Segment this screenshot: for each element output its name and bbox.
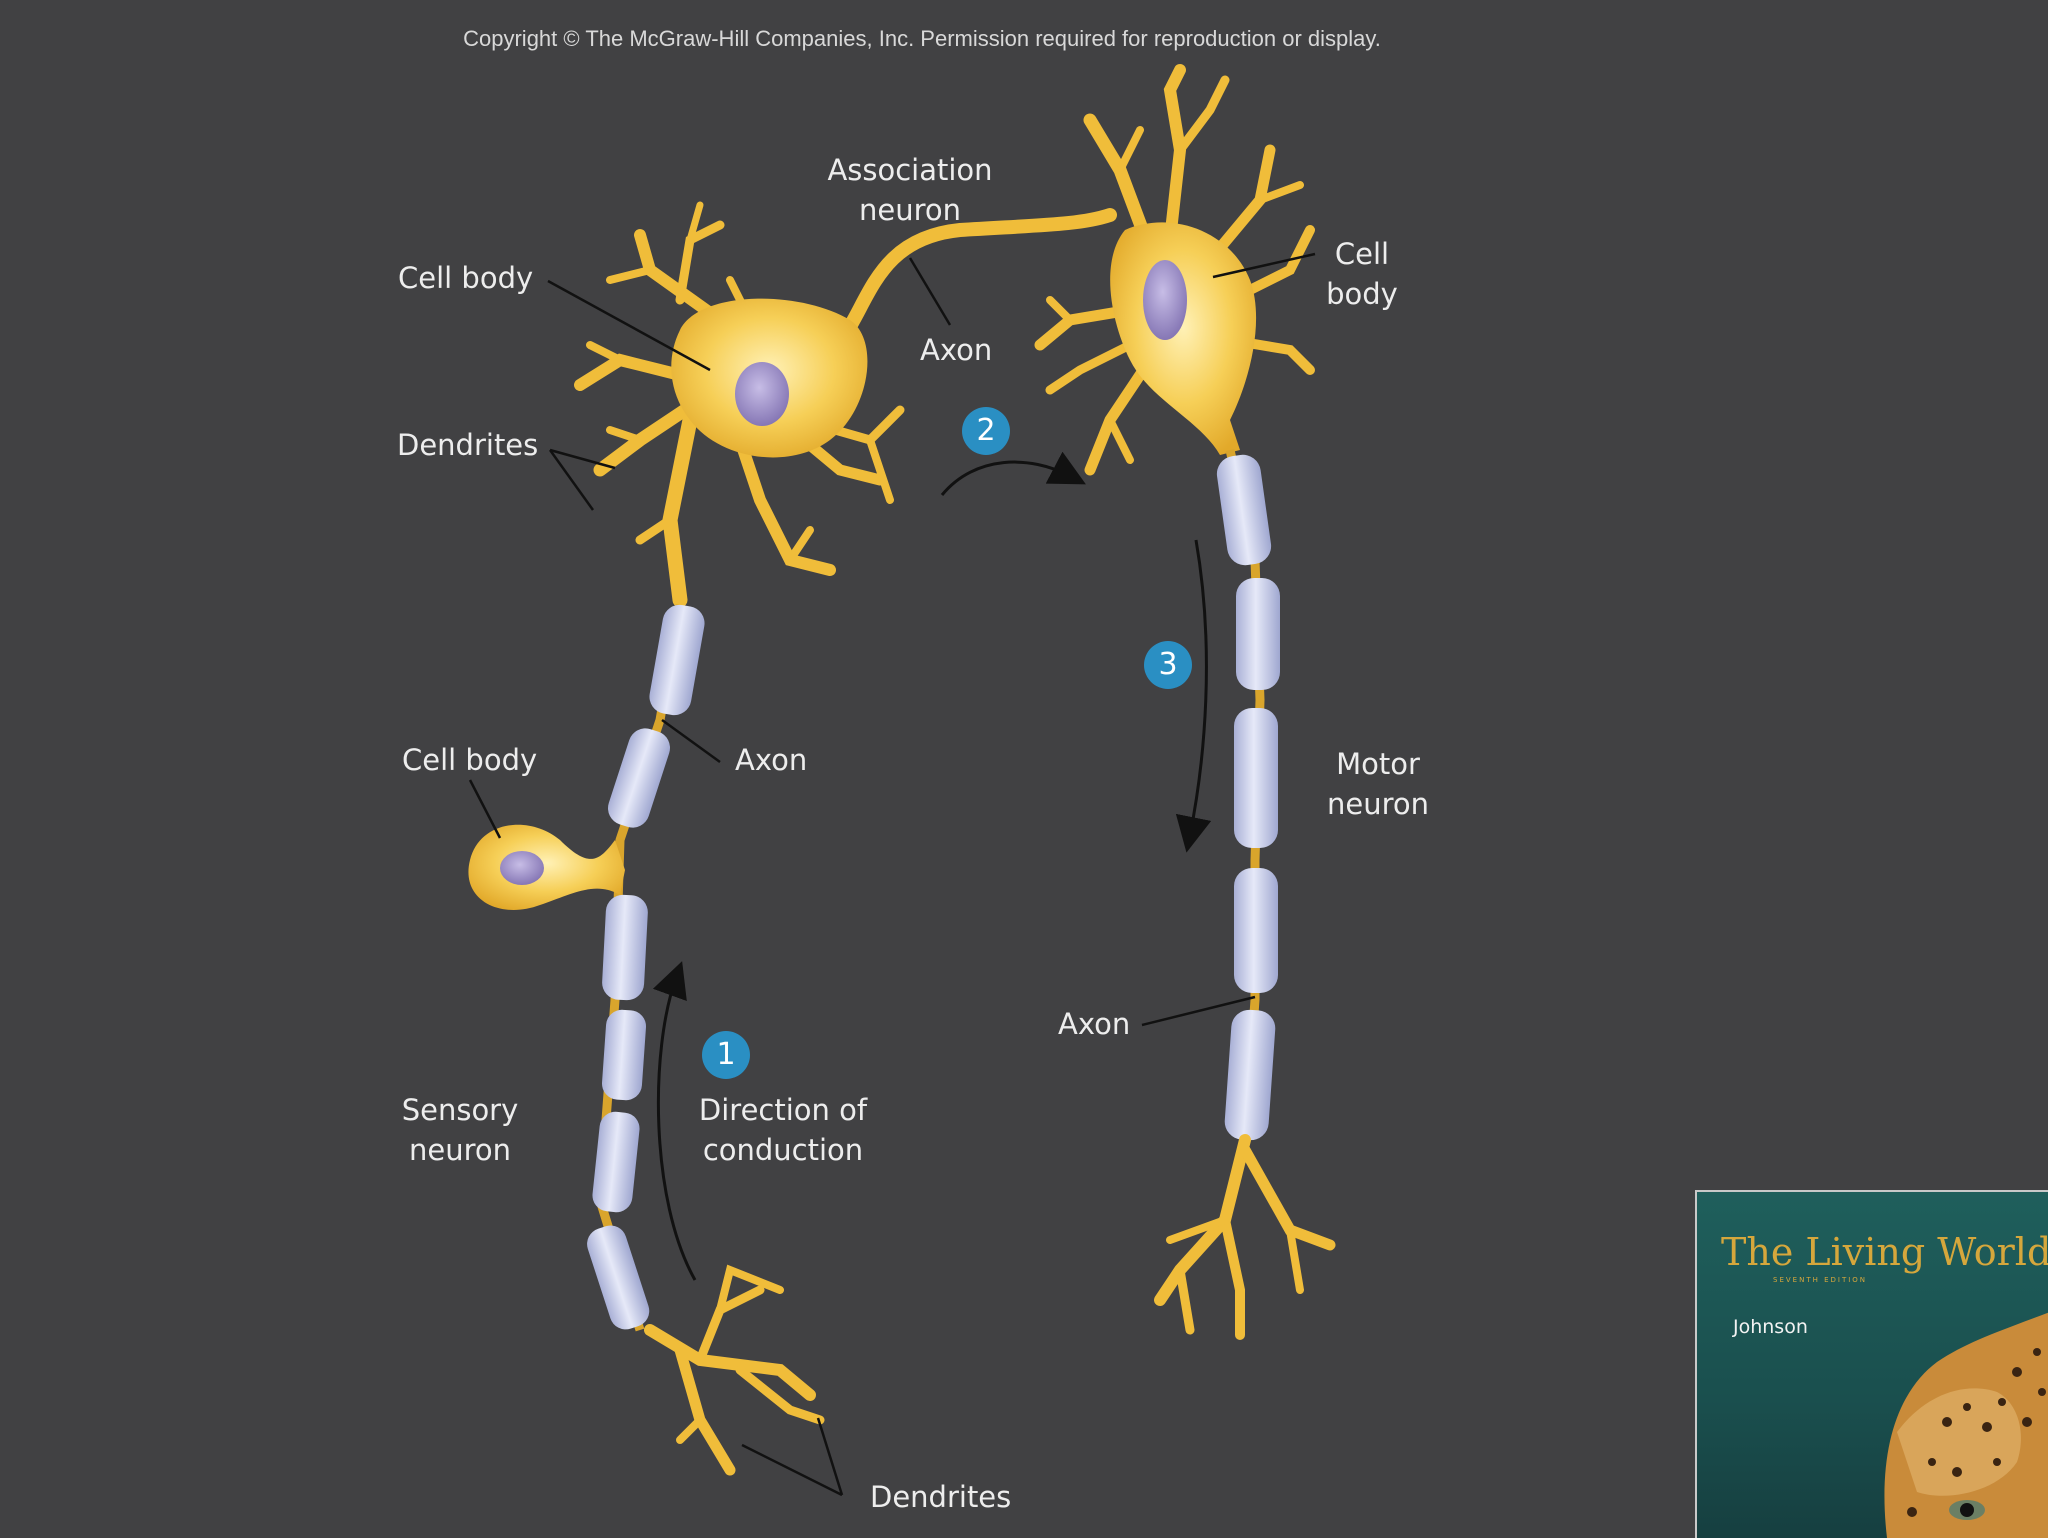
copyright-notice: Copyright © The McGraw-Hill Companies, I… [463,26,1381,51]
step-badge-3: 3 [1144,641,1192,689]
sensory-neuron [468,604,825,1476]
label-line: Association [827,153,993,187]
step-badge-2: 2 [962,407,1010,455]
sensory-nucleus [500,851,544,885]
motor-neuron [1034,64,1336,1340]
label-cell-body-motor: Cell body [1312,234,1412,314]
association-dendrites [574,201,905,608]
label-direction-of-conduction: Direction of conduction [688,1090,878,1170]
step-badge-1: 1 [702,1031,750,1079]
sensory-dendrites [644,1264,825,1476]
label-line: conduction [702,1133,864,1167]
book-cover: The Living World SEVENTH EDITION Johnson [1695,1190,2048,1538]
label-line: Direction of [698,1093,868,1127]
book-title: The Living World [1721,1230,2048,1274]
label-line: body [1326,277,1398,311]
label-cell-body-association: Cell body [398,261,534,295]
label-axon-sensory: Axon [735,743,808,777]
association-nucleus [735,362,789,426]
conduction-arrow-2 [940,451,1086,496]
label-association-neuron: Association neuron [805,150,1015,230]
label-line: neuron [1326,787,1429,821]
motor-nucleus [1143,260,1187,340]
conduction-arrow-1 [652,961,697,1281]
conduction-arrows [652,451,1212,1281]
leopard-image [1884,1312,2048,1538]
book-edition: SEVENTH EDITION [1773,1276,1868,1284]
conduction-arrow-3 [1175,539,1212,853]
label-sensory-neuron: Sensory neuron [393,1090,527,1170]
book-author: Johnson [1733,1316,1808,1338]
label-dendrites-sensory: Dendrites [870,1480,1012,1514]
leader-lines [468,252,1316,1497]
label-axon-motor: Axon [1058,1007,1131,1041]
sensory-cell-body [468,824,625,910]
motor-cell-body [1110,222,1257,455]
label-line: Sensory [401,1093,519,1127]
sensory-myelin-sheath [587,604,705,1330]
association-neuron [574,201,1117,608]
label-line: neuron [858,193,961,227]
motor-myelin-sheath [1216,454,1280,1141]
motor-axon-terminals [1154,1134,1336,1340]
label-dendrites-association: Dendrites [397,428,539,462]
label-line: Cell [1334,237,1390,271]
label-motor-neuron: Motor neuron [1318,744,1438,824]
label-line: Motor [1336,747,1420,781]
label-cell-body-sensory: Cell body [402,743,538,777]
label-line: neuron [408,1133,511,1167]
label-axon-association: Axon [920,333,993,367]
